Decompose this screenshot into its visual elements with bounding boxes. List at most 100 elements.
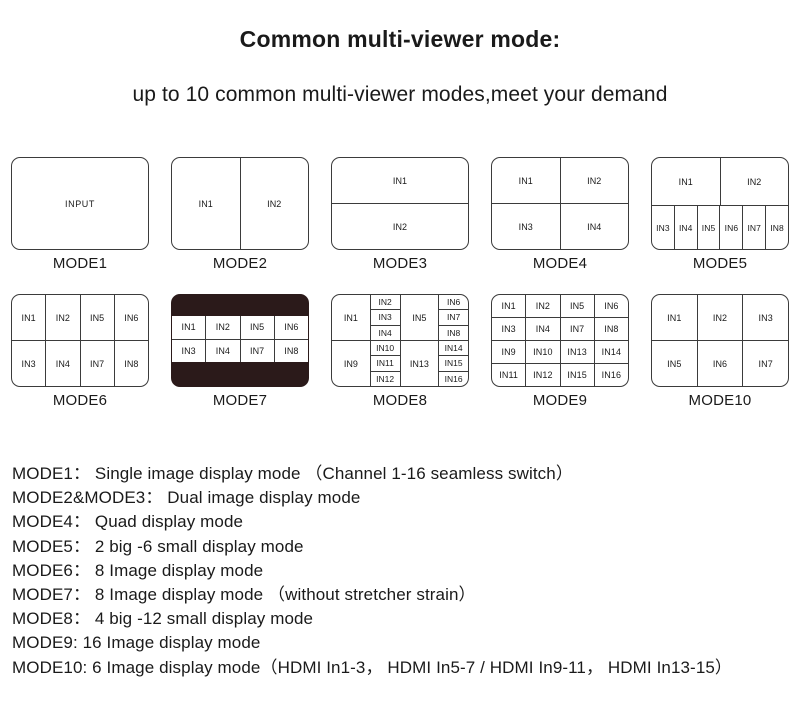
mode1-row-1: INPUT	[12, 158, 148, 249]
mode4-label: MODE4	[532, 255, 588, 272]
pane-in2: IN2	[525, 295, 559, 317]
pane-in5: IN5	[239, 316, 274, 339]
mode7-row-2: IN3 IN4 IN7 IN8	[172, 338, 308, 362]
pane-in4: IN4	[45, 341, 79, 386]
mode5-screen: IN1 IN2 IN3 IN4 IN5 IN6 IN7 IN8	[651, 157, 789, 250]
mode-item-1[interactable]: INPUT MODE1	[0, 155, 160, 280]
pane-in9: IN9	[501, 347, 516, 357]
mode-item-3[interactable]: IN1 IN2 MODE3	[320, 155, 480, 280]
pane-in4: IN4	[559, 204, 629, 249]
pane-in3: IN3	[518, 221, 533, 232]
pane-in2: IN2	[45, 295, 79, 340]
pane-in3: IN3	[501, 324, 516, 334]
pane-in2: IN2	[378, 297, 392, 308]
mode-item-9[interactable]: IN1 IN2 IN5 IN6 IN3 IN4 IN7 IN8 IN9 IN10…	[480, 292, 640, 417]
pane-in1: IN1	[678, 176, 693, 187]
pane-in12: IN12	[370, 370, 400, 386]
pane-in3: IN3	[181, 345, 196, 356]
pane-in7: IN7	[79, 341, 114, 386]
mode-item-7[interactable]: IN1 IN2 IN5 IN6 IN3 IN4 IN7 IN8 MODE7	[160, 292, 320, 417]
mode-diagram-row-2: IN1 IN2 IN5 IN6 IN3 IN4 IN7 IN8 MODE6 IN…	[0, 292, 800, 417]
mode10-label: MODE10	[688, 392, 752, 409]
mode2-row-1: IN1 IN2	[172, 158, 308, 249]
pane-in5: IN5	[79, 295, 114, 340]
mode3-row-2: IN2	[332, 203, 468, 249]
pane-in3: IN3	[21, 358, 36, 369]
pane-in6: IN6	[273, 316, 308, 339]
mode5-row-2: IN3 IN4 IN5 IN6 IN7 IN8	[652, 205, 788, 249]
pane-in4: IN4	[673, 206, 697, 249]
pane-in6: IN6	[696, 341, 743, 386]
mode8-row-1: IN1 IN2 IN3 IN4 IN5 IN6 IN7 IN8	[332, 295, 468, 340]
pane-in4: IN4	[525, 318, 559, 340]
mode9-row-3: IN9 IN10 IN13 IN14	[492, 340, 628, 363]
mode7-row-1: IN1 IN2 IN5 IN6	[172, 316, 308, 339]
mode2-label: MODE2	[212, 255, 268, 272]
pane-in8: IN8	[439, 324, 468, 340]
pane-input: INPUT	[65, 198, 95, 209]
mode-description-line: MODE8： 4 big -12 small display mode	[12, 609, 314, 629]
pane-in2: IN2	[205, 316, 239, 339]
mode7-active-area: IN1 IN2 IN5 IN6 IN3 IN4 IN7 IN8	[172, 316, 308, 362]
mode-description-line: MODE2&MODE3： Dual image display mode	[12, 488, 361, 508]
pane-in11: IN11	[499, 370, 518, 380]
mode5-label: MODE5	[692, 255, 748, 272]
mode8-quadrant-1: IN1 IN2 IN3 IN4	[332, 295, 400, 340]
mode-item-6[interactable]: IN1 IN2 IN5 IN6 IN3 IN4 IN7 IN8 MODE6	[0, 292, 160, 417]
pane-in8: IN8	[273, 339, 308, 362]
pane-in2: IN2	[559, 158, 629, 203]
pane-in15: IN15	[439, 355, 468, 370]
mode-description-list: MODE1： Single image display mode （Channe…	[12, 462, 792, 680]
pane-in13: IN13	[559, 341, 594, 363]
pane-in7: IN7	[239, 339, 274, 362]
mode5-row-1: IN1 IN2	[652, 158, 788, 206]
pane-in15: IN15	[559, 364, 594, 386]
pane-in6: IN6	[719, 206, 742, 249]
mode6-row-2: IN3 IN4 IN7 IN8	[12, 340, 148, 386]
mode-description-line: MODE6： 8 Image display mode	[12, 560, 264, 580]
pane-in1: IN1	[667, 312, 682, 323]
mode-item-4[interactable]: IN1 IN2 IN3 IN4 MODE4	[480, 155, 640, 280]
mode8-quadrant-2-stack: IN6 IN7 IN8	[438, 295, 468, 340]
mode4-row-2: IN3 IN4	[492, 203, 628, 249]
pane-in14: IN14	[593, 341, 628, 363]
mode10-screen: IN1 IN2 IN3 IN5 IN6 IN7	[651, 294, 789, 387]
pane-in5: IN5	[696, 206, 720, 249]
mode9-row-2: IN3 IN4 IN7 IN8	[492, 317, 628, 340]
pane-in7: IN7	[439, 309, 468, 324]
mode-item-10[interactable]: IN1 IN2 IN3 IN5 IN6 IN7 MODE10	[640, 292, 800, 417]
pane-in6: IN6	[593, 295, 628, 317]
mode3-screen: IN1 IN2	[331, 157, 469, 250]
mode9-row-4: IN11 IN12 IN15 IN16	[492, 363, 628, 386]
mode-item-5[interactable]: IN1 IN2 IN3 IN4 IN5 IN6 IN7 IN8 MODE5	[640, 155, 800, 280]
pane-in7: IN7	[742, 341, 788, 386]
pane-in3: IN3	[656, 222, 670, 233]
mode8-row-2: IN9 IN10 IN11 IN12 IN13 IN14 IN15 IN16	[332, 340, 468, 386]
mode8-quadrant-4-stack: IN14 IN15 IN16	[438, 341, 468, 386]
mode7-screen: IN1 IN2 IN5 IN6 IN3 IN4 IN7 IN8	[171, 294, 309, 387]
pane-in7: IN7	[559, 318, 594, 340]
pane-in14: IN14	[444, 343, 463, 354]
mode-item-2[interactable]: IN1 IN2 MODE2	[160, 155, 320, 280]
page-title: Common multi-viewer mode:	[239, 26, 561, 52]
pane-in2: IN2	[696, 295, 743, 340]
pane-in4: IN4	[205, 339, 239, 362]
mode6-row-1: IN1 IN2 IN5 IN6	[12, 295, 148, 340]
pane-in5: IN5	[559, 295, 594, 317]
mode-description-line: MODE1： Single image display mode （Channe…	[12, 464, 573, 483]
mode9-label: MODE9	[532, 392, 588, 409]
pane-in13: IN13	[409, 358, 429, 369]
pane-in6: IN6	[447, 297, 461, 308]
mode9-screen: IN1 IN2 IN5 IN6 IN3 IN4 IN7 IN8 IN9 IN10…	[491, 294, 629, 387]
mode8-quadrant-3-stack: IN10 IN11 IN12	[369, 341, 400, 386]
mode-description-line: MODE10: 6 Image display mode（HDMI In1-3，…	[12, 657, 733, 677]
mode-description-line: MODE5： 2 big -6 small display mode	[12, 536, 304, 556]
pane-in2: IN2	[392, 221, 408, 232]
pane-in6: IN6	[113, 295, 148, 340]
mode-item-8[interactable]: IN1 IN2 IN3 IN4 IN5 IN6 IN7 IN8	[320, 292, 480, 417]
mode8-quadrant-1-stack: IN2 IN3 IN4	[369, 295, 400, 340]
pane-in1: IN1	[518, 175, 533, 186]
mode8-quadrant-4: IN13 IN14 IN15 IN16	[399, 341, 468, 386]
page-subtitle: up to 10 common multi-viewer modes,meet …	[132, 83, 668, 106]
mode4-row-1: IN1 IN2	[492, 158, 628, 203]
